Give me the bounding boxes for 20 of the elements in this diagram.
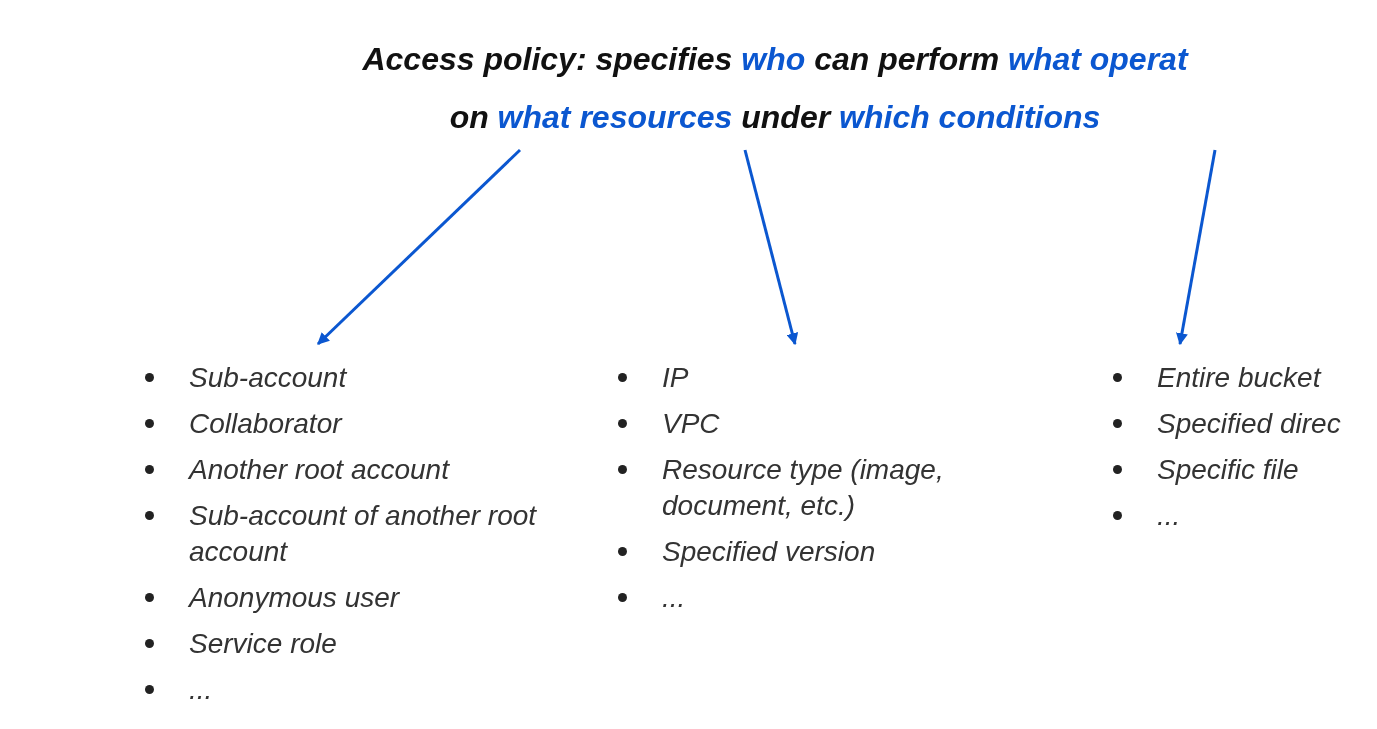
list-item-text: Specified direc [1157,408,1341,439]
list-item-text: Service role [189,628,337,659]
list-item-text: IP [662,362,689,393]
list-item-text: Resource type (image, document, etc.) [662,454,944,521]
list-item-text: Specific file [1157,454,1299,485]
list-item-text: VPC [662,408,720,439]
title-text: Access policy: specifies who can perform what operat on what resources under which conditions [362,41,1188,135]
list-item-text: ... [189,674,213,705]
list-item-text: ... [1157,500,1181,531]
list-item-text: ... [662,582,686,613]
arrow [316,148,522,346]
list-item-text: Anonymous user [189,582,400,613]
list-item-text: Another root account [189,454,449,485]
arrow [743,149,799,346]
list-item-text: Collaborator [189,408,342,439]
arrow [1176,149,1217,346]
list-item-text: Specified version [662,536,876,567]
list-item-text: Entire bucket [1157,362,1321,393]
list-item-text: Sub-account [189,362,347,393]
list-item-text: Sub-account of another root account [189,500,537,567]
